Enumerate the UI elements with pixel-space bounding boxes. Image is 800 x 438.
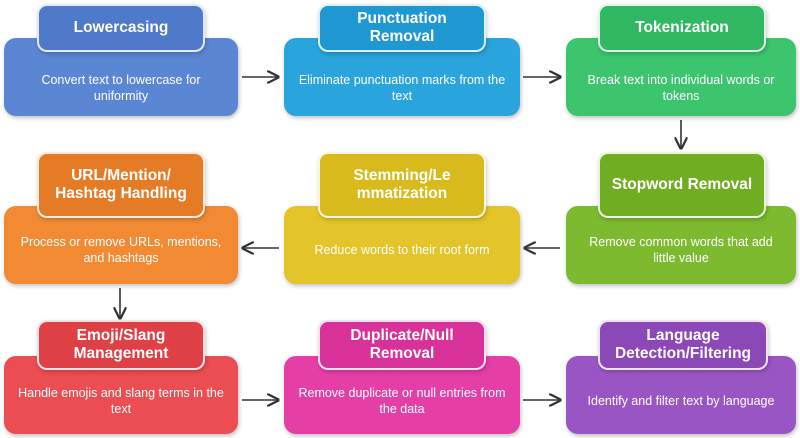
step-title: URL/Mention/ Hashtag Handling (55, 167, 187, 202)
step-title-tab: Duplicate/Null Removal (318, 320, 486, 370)
step-description: Break text into individual words or toke… (587, 73, 775, 103)
step-title-tab: Emoji/Slang Management (37, 320, 205, 370)
step-title-tab: Language Detection/Filtering (598, 320, 768, 370)
step-body: Reduce words to their root form (284, 206, 520, 284)
step-description: Process or remove URLs, mentions, and ha… (20, 235, 222, 265)
step-body: Remove common words that add little valu… (566, 206, 796, 284)
step-title-tab: Lowercasing (37, 4, 205, 52)
step-title: Duplicate/Null Removal (350, 327, 454, 362)
step-title-tab: Punctuation Removal (318, 4, 486, 52)
step-description: Handle emojis and slang terms in the tex… (18, 386, 224, 416)
step-title-tab: Stemming/Le mmatization (318, 152, 486, 218)
step-description: Eliminate punctuation marks from the tex… (298, 73, 506, 103)
step-title: Language Detection/Filtering (614, 327, 752, 362)
step-title: Tokenization (635, 19, 729, 36)
step-description: Remove common words that add little valu… (589, 235, 773, 265)
step-title: Stopword Removal (611, 176, 753, 193)
step-title-tab: URL/Mention/ Hashtag Handling (37, 152, 205, 218)
step-description: Convert text to lowercase for uniformity (41, 73, 201, 103)
step-description: Identify and filter text by language (587, 394, 775, 408)
step-title: Stemming/Le mmatization (353, 167, 451, 202)
step-title: Punctuation Removal (357, 10, 447, 45)
step-description: Reduce words to their root form (314, 243, 490, 257)
step-title-tab: Tokenization (598, 4, 766, 52)
step-title-tab: Stopword Removal (598, 152, 766, 218)
step-title: Lowercasing (73, 19, 169, 36)
step-description: Remove duplicate or null entries from th… (298, 386, 506, 416)
step-body: Process or remove URLs, mentions, and ha… (4, 206, 238, 284)
step-title: Emoji/Slang Management (73, 327, 169, 362)
